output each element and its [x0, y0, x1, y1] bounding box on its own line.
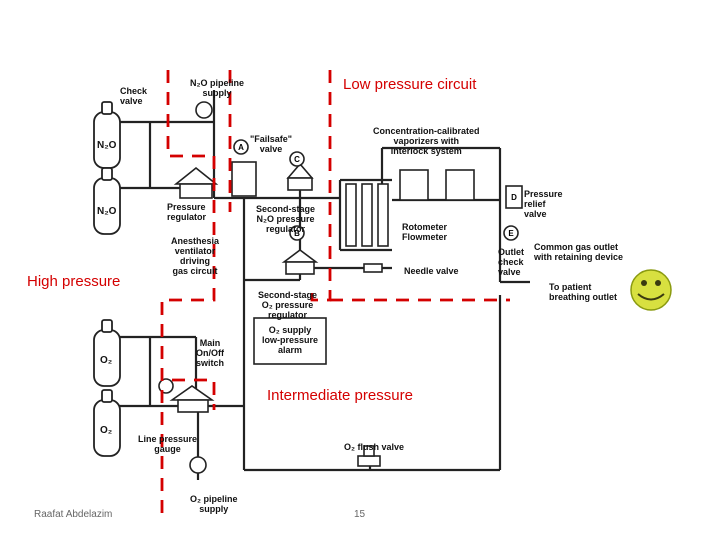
cylinders: [93, 101, 121, 457]
marker-b: B: [294, 229, 300, 238]
footer-page-number: 15: [354, 509, 366, 520]
smiley-face-icon: [630, 269, 672, 311]
label-second-stage-o2: Second-stage O₂ pressure regulator: [258, 290, 318, 320]
regulators-and-valves: [158, 101, 523, 474]
label-rotometer-flowmeter: Rotometer Flowmeter: [402, 222, 448, 242]
label-o2-flush-valve: O₂ flush valve: [344, 442, 405, 452]
label-needle-valve: Needle valve: [404, 266, 459, 276]
zone-label-high-pressure: High pressure: [27, 273, 121, 290]
marker-d: D: [511, 193, 517, 202]
label-o2-pipeline-supply: O₂ pipeline supply: [190, 494, 238, 514]
label-anesthesia-ventilator: Anesthesia ventilator driving gas circui…: [171, 236, 220, 276]
label-outlet-check-valve: Outlet check valve: [498, 247, 524, 277]
cylinder-label-o2-1: O₂: [100, 355, 113, 366]
marker-a: A: [238, 143, 244, 152]
label-second-stage-n2o: Second-stage N₂O pressure regulator: [256, 204, 316, 234]
label-pressure-regulator: Pressure regulator: [167, 202, 207, 222]
label-pressure-relief-valve: Pressure relief valve: [524, 189, 563, 219]
label-to-patient: To patient breathing outlet: [549, 282, 617, 302]
label-vaporizers: Concentration-calibrated vaporizers with…: [373, 126, 480, 156]
pressure-zone-borders: [160, 70, 510, 516]
zone-label-low-pressure: Low pressure circuit: [343, 76, 477, 93]
marker-e: E: [508, 229, 514, 238]
cylinder-label-n2o-2: N₂O: [97, 206, 117, 217]
label-main-on-off-switch: Main On/Off switch: [196, 338, 225, 368]
label-failsafe-valve: "Failsafe" valve: [250, 134, 293, 154]
footer-author: Raafat Abdelazim: [34, 509, 113, 520]
marker-c: C: [294, 155, 300, 164]
label-line-pressure-gauge: Line pressure gauge: [138, 434, 198, 454]
label-n2o-pipeline-supply: N₂O pipeline supply: [190, 78, 245, 98]
label-o2-low-pressure-alarm: O₂ supply low-pressure alarm: [262, 325, 319, 355]
circle-markers: A C B D E: [238, 143, 517, 238]
cylinder-label-n2o-1: N₂O: [97, 140, 117, 151]
label-check-valve: Check valve: [120, 86, 148, 106]
cylinder-label-o2-2: O₂: [100, 425, 113, 436]
label-common-gas-outlet: Common gas outlet with retaining device: [534, 242, 624, 262]
zone-label-intermediate-pressure: Intermediate pressure: [267, 387, 413, 404]
